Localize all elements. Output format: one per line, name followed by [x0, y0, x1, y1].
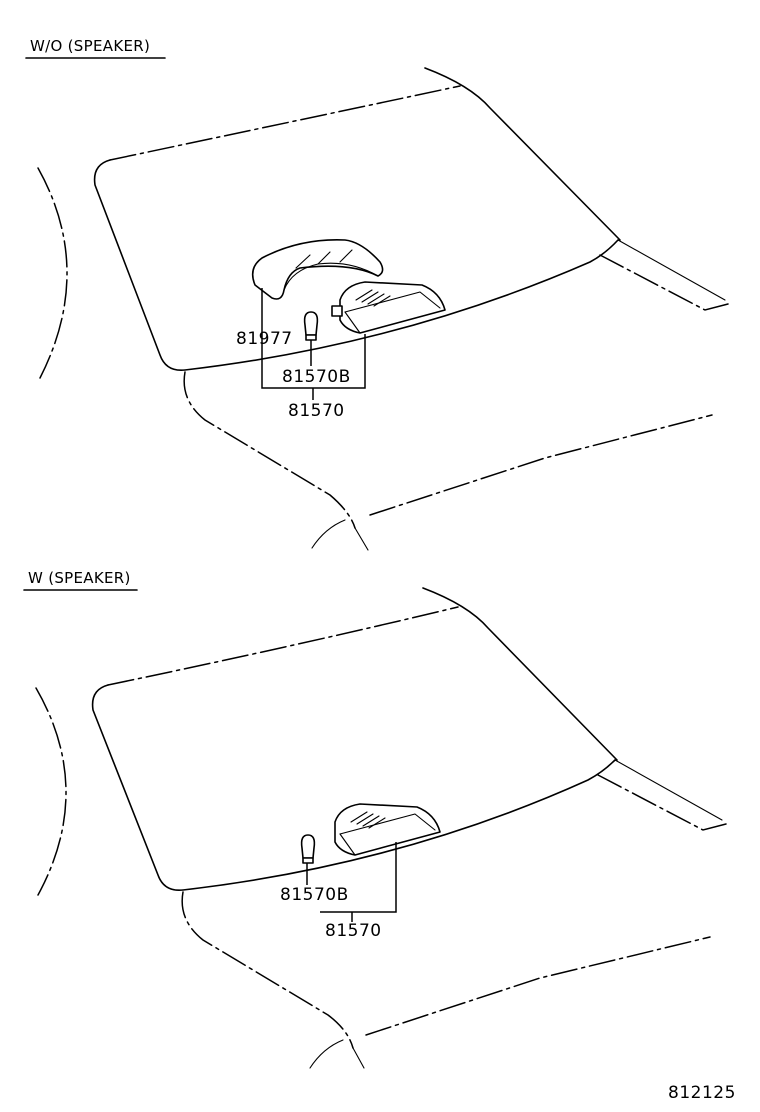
label-lamp: 81570: [288, 401, 345, 421]
leader-lamp-assembly: [320, 842, 397, 913]
label-bulb: 81570B: [282, 367, 351, 387]
deck-lid-surface: [369, 414, 713, 516]
label-bulb: 81570B: [280, 885, 349, 905]
bumper-curve: [309, 1039, 344, 1069]
bulb-81570b: [300, 834, 316, 864]
trunk-line-lower: [597, 774, 727, 831]
deck-lid-corner: [352, 1047, 365, 1069]
bulb-81570b: [303, 311, 319, 341]
bumper-curve: [311, 519, 346, 549]
section-with-speaker: W (SPEAKER) 81570B 81570: [23, 569, 727, 1069]
deck-lid-corner: [354, 527, 369, 551]
section-header-without-speaker: W/O (SPEAKER): [30, 37, 150, 55]
label-lamp: 81570: [325, 921, 382, 941]
side-pillar-outline: [35, 687, 67, 896]
trunk-line-lower: [599, 254, 729, 311]
rear-panel-outline: [91, 684, 616, 892]
trunk-line-upper: [617, 239, 726, 301]
deck-lid-edge: [181, 891, 354, 1049]
label-cover: 81977: [236, 329, 293, 349]
section-without-speaker: W/O (SPEAKER): [25, 37, 729, 551]
cover-detail-lines: [295, 249, 353, 269]
roof-side-edge: [424, 67, 621, 241]
roof-edge: [109, 85, 461, 161]
trunk-line-upper: [614, 759, 723, 821]
stop-lamp-81570: [331, 281, 446, 334]
section-header-with-speaker: W (SPEAKER): [28, 569, 131, 587]
deck-lid-surface: [365, 936, 711, 1036]
roof-edge: [107, 606, 459, 686]
rear-panel-outline: [93, 159, 619, 372]
deck-lid-edge: [183, 371, 356, 529]
side-pillar-outline: [37, 167, 68, 379]
figure-id: 812125: [668, 1083, 736, 1103]
roof-side-edge: [422, 587, 618, 761]
stop-lamp-81570: [334, 803, 441, 856]
